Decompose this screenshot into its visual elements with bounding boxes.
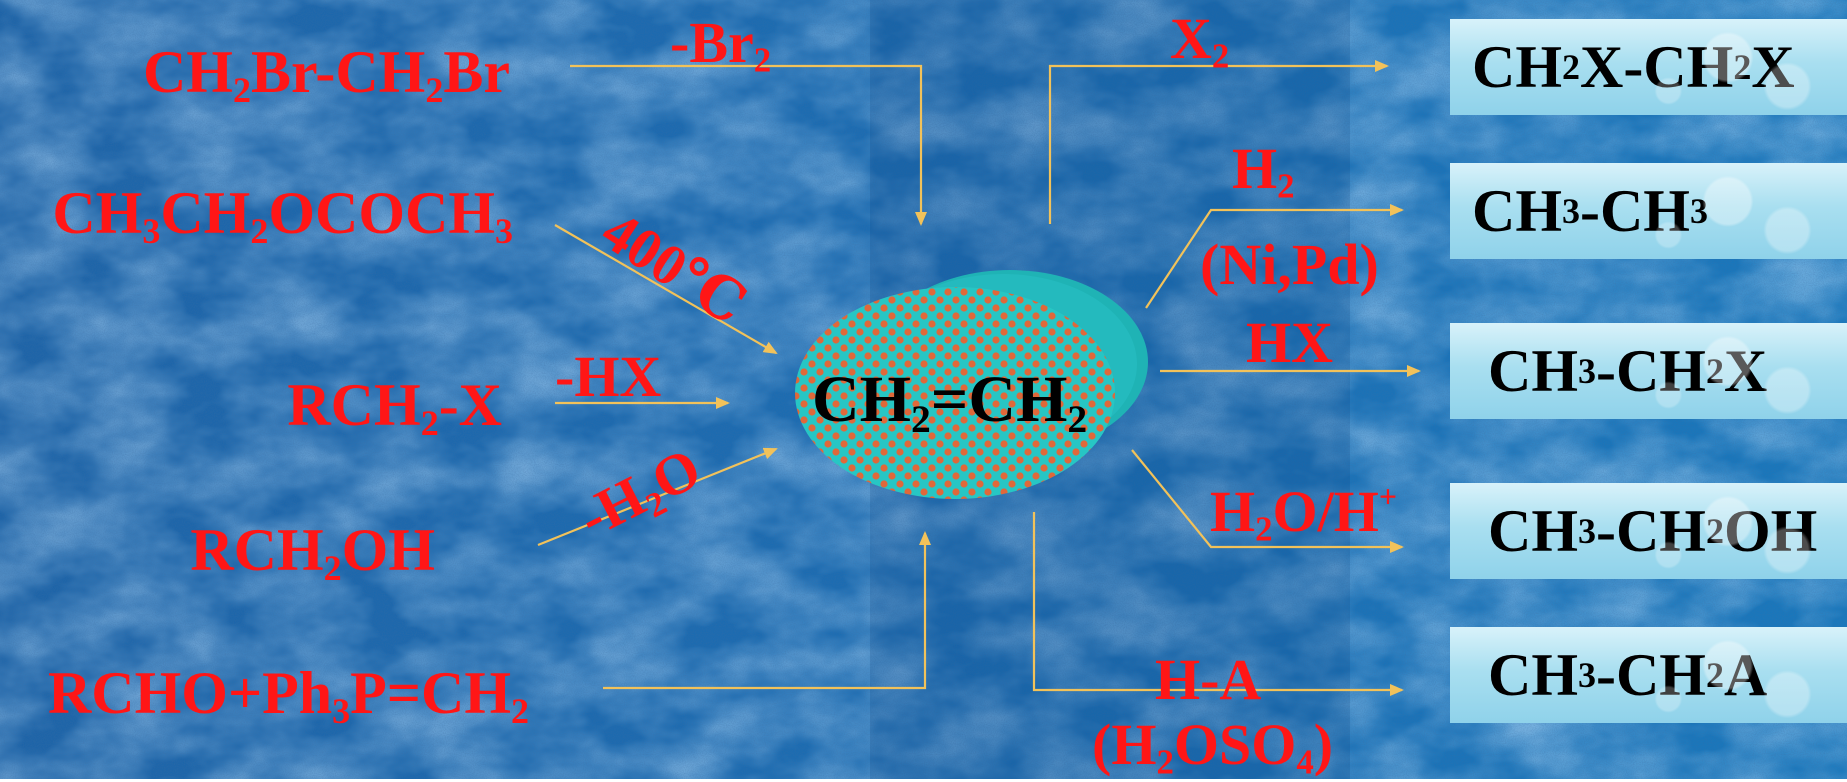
condition-hydration: H2O/H+ [1210,479,1398,549]
arrow-ethanol [1131,449,1404,553]
condition-sulfuric-acid: (H2OSO4) [1092,712,1334,782]
condition-debromination: -Br2 [670,10,772,80]
ethylene-label: CH2=CH2 [812,363,1088,442]
reactant-dibromoethane: CH2Br-CH2Br [142,39,510,111]
condition-hydrogen: H2 [1232,136,1295,206]
arrow-addition [1032,512,1404,696]
reactant-alkyl-halide: RCH2-X [287,372,502,444]
condition-catalyst: (Ni,Pd) [1200,232,1379,297]
reactant-wittig: RCHO+Ph3P=CH2 [47,660,529,732]
reactant-ethyl-acetate: CH3CH2OCOCH3 [52,180,513,252]
arrow-ethane [1145,204,1404,309]
condition-dehydrohalogenation: -HX [555,344,662,409]
condition-acid-addition: H-A [1155,647,1262,712]
reactant-alcohol: RCH2OH [190,517,435,589]
arrow-alcohol [537,447,778,547]
arrow-dibromoethane [570,64,927,226]
condition-halogen: X2 [1170,6,1230,76]
condition-hydrogen-halide: HX [1246,310,1333,375]
arrow-wittig [603,531,931,690]
arrow-ethyl-acetate [554,224,778,355]
arrow-dihalide [1048,60,1389,224]
ethylene-disc [795,270,1148,499]
